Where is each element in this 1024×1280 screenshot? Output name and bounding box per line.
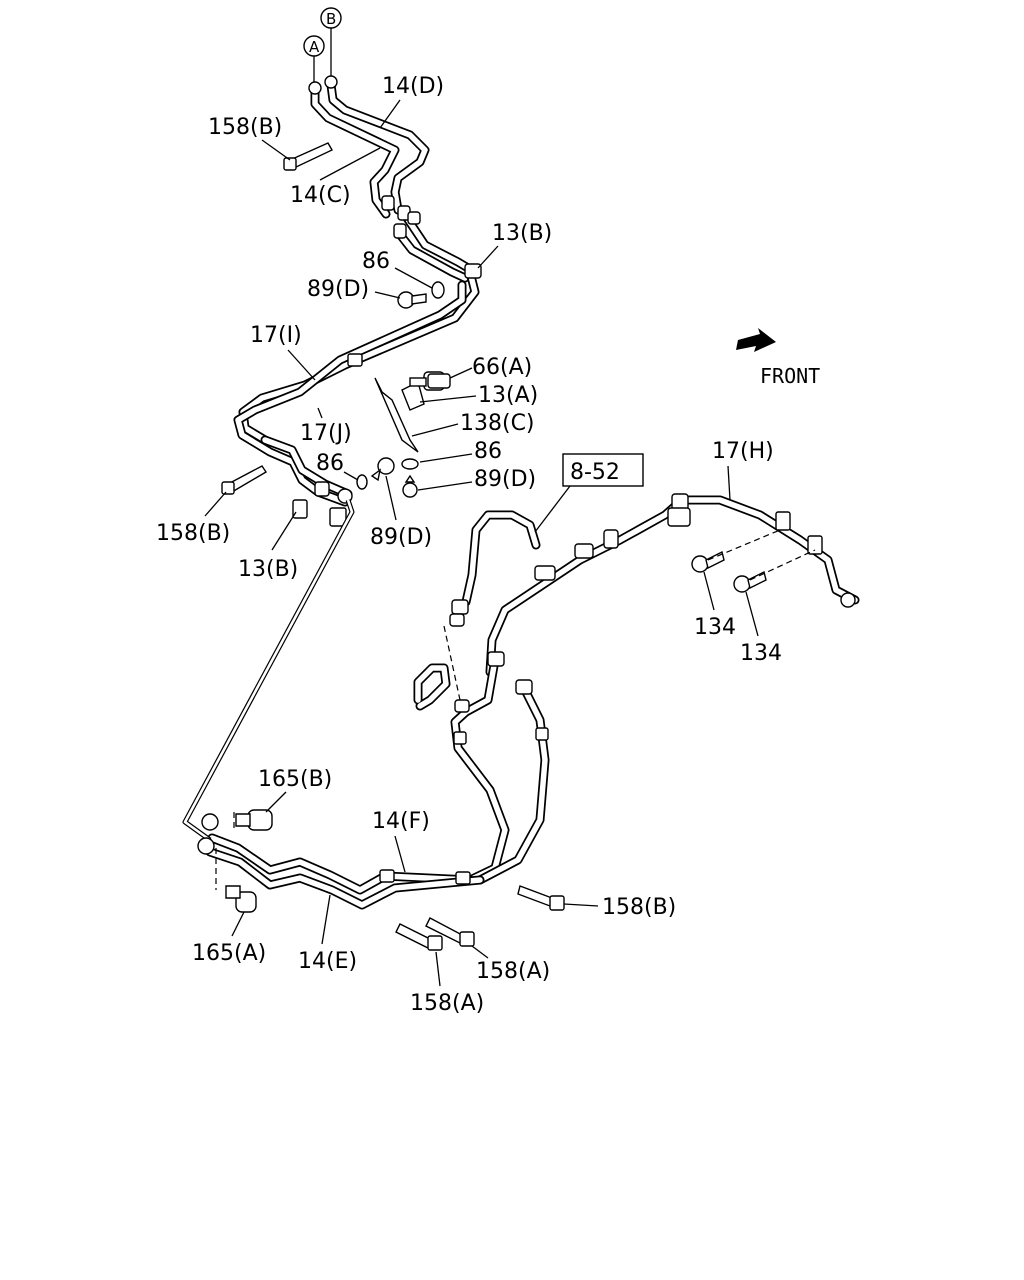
bolt-158b-lower	[517, 885, 565, 911]
callout-89d-upper: 89(D)	[307, 277, 369, 302]
callout-158b-upper: 158(B)	[208, 115, 282, 140]
callout-13b-upper: 13(B)	[492, 221, 552, 246]
bolt-165a	[225, 885, 257, 913]
upper-pipe-bundle	[233, 75, 482, 527]
callout-158b-lower: 158(B)	[602, 895, 676, 920]
svg-text:A: A	[309, 38, 320, 56]
callout-158a-right: 158(A)	[476, 959, 550, 984]
callout-86-upper: 86	[362, 249, 390, 274]
assembly-dashed-lines	[215, 529, 816, 890]
circle-marker-b: B	[320, 7, 342, 76]
callout-17j: 17(J)	[300, 421, 352, 446]
callout-158a-left: 158(A)	[410, 991, 484, 1016]
svg-text:B: B	[326, 10, 336, 28]
callout-86-left: 86	[316, 451, 344, 476]
bolt-134-b	[733, 570, 767, 593]
callouts: 14(D) 158(B) 14(C) 13(B) 86 89(D) 17(I) …	[156, 74, 782, 1016]
callout-17h: 17(H)	[712, 439, 774, 464]
circle-marker-a: A	[303, 35, 325, 82]
bolt-158b-middle	[221, 465, 267, 495]
front-arrow-icon	[736, 328, 776, 352]
bolt-165b	[235, 809, 273, 831]
callout-14d: 14(D)	[382, 74, 444, 99]
callout-89d-right: 89(D)	[474, 467, 536, 492]
callout-165a: 165(A)	[192, 941, 266, 966]
callout-89d-lower: 89(D)	[370, 525, 432, 550]
bolt-158a-right	[425, 917, 475, 947]
callout-165b: 165(B)	[258, 767, 332, 792]
callout-13b-lower: 13(B)	[238, 557, 298, 582]
callout-134-a: 134	[694, 615, 736, 640]
callout-13a: 13(A)	[478, 383, 538, 408]
callout-14e: 14(E)	[298, 949, 357, 974]
callout-66a: 66(A)	[472, 355, 532, 380]
bolt-158b-upper	[283, 142, 333, 171]
bolt-158a-left	[395, 923, 443, 951]
callout-14c: 14(C)	[290, 183, 351, 208]
front-label: FRONT	[760, 364, 820, 388]
callout-14f: 14(F)	[372, 809, 430, 834]
small-fasteners	[356, 281, 445, 498]
callout-86-right: 86	[474, 439, 502, 464]
bolt-134-a	[691, 550, 725, 573]
bolt-66a	[427, 373, 451, 389]
right-pipe-assembly	[182, 493, 860, 910]
reference-box	[562, 453, 644, 487]
reference-box-label: 8-52	[570, 460, 620, 485]
callout-17i: 17(I)	[250, 323, 302, 348]
callout-158b-middle: 158(B)	[156, 521, 230, 546]
callout-138c: 138(C)	[460, 411, 535, 436]
callout-134-b: 134	[740, 641, 782, 666]
